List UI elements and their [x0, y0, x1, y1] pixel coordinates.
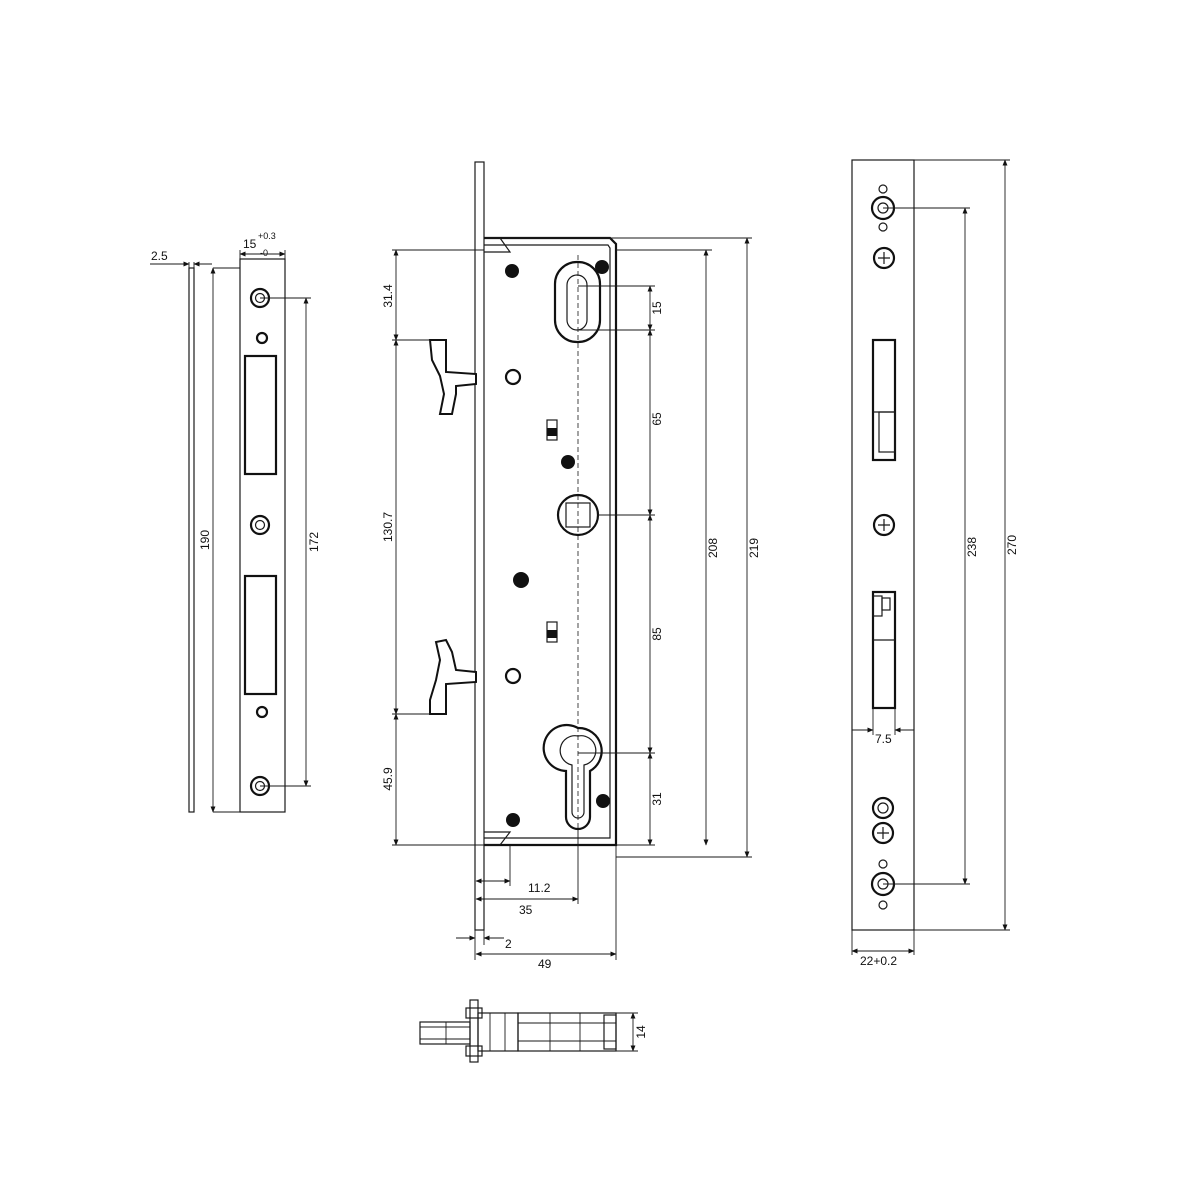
lock-body-view: 31.4 130.7 45.9 15 65 85 31 208 219: [381, 161, 761, 971]
dim-strike-length: 190: [198, 530, 212, 550]
lock-screw-2: [595, 260, 609, 274]
strike-opening-bottom: [243, 574, 278, 696]
lock-screw-3: [561, 455, 575, 469]
lock-cylinder-hole: [542, 723, 603, 831]
bolt-tip: [419, 1021, 471, 1045]
strike-plate-body: [239, 258, 286, 813]
dim-slot-to-follower: 65: [650, 412, 664, 426]
dim-latch-offset: 7.5: [875, 732, 892, 746]
lock-rivet-bottom: [504, 667, 522, 685]
strike-small-hole-bottom: [255, 705, 269, 719]
faceplate-fixing-bottom: [870, 859, 896, 910]
lock-screw-6: [506, 813, 520, 827]
faceplate-body: [851, 159, 915, 931]
faceplate-fixing-top: [870, 184, 896, 232]
dim-top-to-hook: 31.4: [381, 284, 395, 308]
bolt-body: [477, 1012, 519, 1052]
dim-follower-to-cylinder: 85: [650, 627, 664, 641]
strike-plate-view: 2.5 15 +0.3 -0 190 172: [150, 231, 321, 813]
strike-opening-top: [243, 354, 278, 476]
lock-lug-bottom: [484, 831, 512, 846]
faceplate-screw-top: [872, 246, 896, 270]
bolt-case: [517, 1012, 617, 1052]
dim-strike-width-tol-upper: +0.3: [258, 231, 276, 241]
strike-screw-hole-mid: [249, 514, 271, 536]
faceplate-bolt-opening: [871, 590, 897, 710]
dim-fixing-spacing: 238: [965, 537, 979, 557]
faceplate-screw-lower-2: [871, 821, 895, 845]
lock-switch-top: [546, 419, 558, 441]
dim-faceplate-thickness: 2: [505, 937, 512, 951]
dim-overall-height: 219: [747, 538, 761, 558]
dim-faceplate-width: 22+0.2: [860, 954, 897, 968]
dim-hook-spacing: 130.7: [381, 512, 395, 542]
lock-faceplate-side: [474, 161, 485, 931]
lock-rivet-top: [504, 368, 522, 386]
bolt-flange: [469, 999, 479, 1063]
dim-strike-thickness: 2.5: [151, 249, 168, 263]
bolt-view: 14: [419, 999, 648, 1063]
dim-strike-hole-spacing: 172: [307, 532, 321, 552]
lock-top-slot: [553, 260, 602, 344]
dim-cylinder-to-bottom: 31: [650, 792, 664, 806]
faceplate-screw-lower-1: [871, 796, 895, 820]
dim-strike-width-tol-lower: -0: [260, 248, 268, 258]
dim-strike-width: 15: [243, 237, 257, 251]
lock-screw-5: [596, 794, 610, 808]
lock-case: [484, 236, 618, 847]
faceplate-view: 7.5 238 270 22+0.2: [851, 159, 1019, 968]
faceplate-latch-opening: [871, 338, 897, 462]
lock-screw-1: [505, 264, 519, 278]
strike-plate-edge: [188, 267, 195, 813]
dim-bolt-height: 14: [634, 1025, 648, 1039]
dim-11-2: 11.2: [528, 881, 551, 895]
dim-backset: 35: [519, 903, 533, 917]
dim-hook-to-bottom: 45.9: [381, 767, 395, 791]
lock-screw-4: [513, 572, 529, 588]
lock-hook-top: [428, 339, 477, 415]
dim-slot-length: 15: [650, 301, 664, 315]
dim-case-depth: 49: [538, 957, 552, 971]
lock-hook-bottom: [429, 638, 477, 715]
strike-small-hole-top: [255, 331, 269, 345]
lock-switch-bottom: [546, 621, 558, 643]
dim-case-height: 208: [706, 538, 720, 558]
faceplate-screw-mid: [872, 513, 896, 537]
dim-faceplate-length: 270: [1005, 535, 1019, 555]
